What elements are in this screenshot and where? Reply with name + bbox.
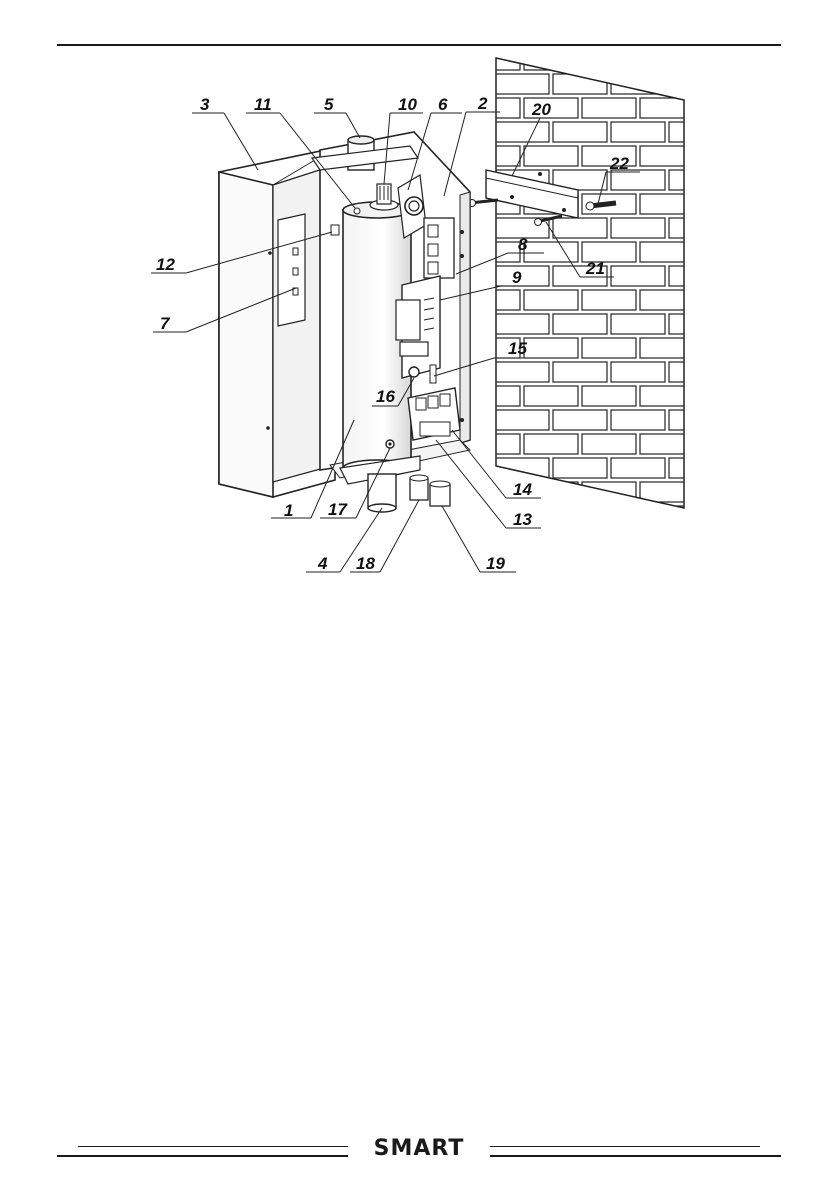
callout-label: 5 (324, 95, 334, 114)
cable-gland (409, 474, 451, 507)
wall-screw (468, 198, 499, 207)
fixing-screw (534, 214, 563, 226)
callout-label: 10 (398, 95, 417, 114)
callout-20: 20 (511, 100, 561, 177)
header-rule (57, 44, 781, 46)
brand-logo: SMART (373, 1136, 465, 1161)
callout-label: 18 (356, 554, 375, 573)
callout-label: 9 (512, 268, 522, 287)
callout-21: 21 (545, 221, 614, 278)
callout-18: 18 (350, 499, 420, 573)
callout-16: 16 (372, 377, 415, 407)
callout-6: 6 (407, 95, 462, 191)
mounting-bracket (485, 169, 579, 219)
contactor (423, 217, 464, 279)
callout-label: 21 (585, 259, 605, 278)
callout-label: 2 (477, 94, 488, 113)
callout-label: 19 (486, 554, 505, 573)
front-cover (218, 147, 336, 499)
callout-14: 14 (451, 429, 541, 499)
overheat-thermostat (408, 366, 420, 378)
callout-1: 1 (271, 419, 355, 520)
callout-12: 12 (151, 231, 333, 274)
callout-label: 4 (317, 554, 328, 573)
callout-label: 3 (200, 95, 210, 114)
callout-13: 13 (435, 439, 541, 529)
callout-22: 22 (597, 154, 640, 205)
brick-wall (495, 57, 685, 509)
callout-19: 19 (441, 505, 516, 573)
wall-dowel (585, 200, 617, 211)
callout-2: 2 (443, 94, 500, 197)
callout-label: 6 (438, 95, 448, 114)
footer-rule-right-bottom (490, 1155, 781, 1157)
callout-label: 20 (531, 100, 551, 119)
callout-label: 22 (609, 154, 629, 173)
callout-label: 7 (160, 314, 171, 333)
callout-8: 8 (455, 235, 544, 275)
callout-4: 4 (306, 507, 383, 573)
footer-rule-left-top (78, 1146, 348, 1147)
callout-label: 16 (376, 387, 395, 406)
callout-5: 5 (314, 95, 361, 139)
callout-label: 13 (513, 510, 532, 529)
safety-valve (397, 174, 427, 239)
terminal-block (407, 387, 464, 441)
callout-10: 10 (383, 95, 423, 185)
callout-label: 12 (156, 255, 175, 274)
callout-17: 17 (320, 447, 391, 519)
footer-rule-left-bottom (57, 1155, 348, 1157)
callout-label: 1 (284, 501, 293, 520)
callout-label: 8 (518, 235, 528, 254)
callout-label: 17 (328, 500, 348, 519)
callout-7: 7 (153, 287, 297, 333)
callout-15: 15 (433, 339, 533, 377)
callout-label: 15 (508, 339, 527, 358)
callout-label: 14 (513, 480, 532, 499)
callout-11: 11 (246, 95, 356, 209)
footer-rule-right-top (490, 1146, 760, 1147)
callout-label: 11 (254, 95, 272, 114)
control-board (395, 275, 441, 384)
callout-3: 3 (192, 95, 259, 171)
callout-9: 9 (439, 268, 536, 301)
